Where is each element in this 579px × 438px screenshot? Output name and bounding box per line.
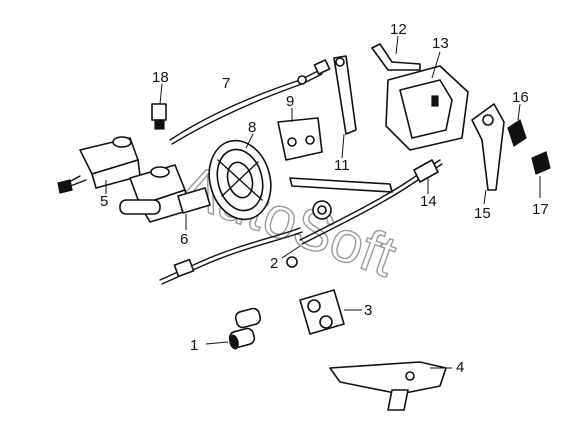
part-17-cap (531, 151, 551, 198)
part-12-hook (371, 35, 421, 71)
callout-2: 2 (270, 255, 278, 272)
part-3-plate (299, 289, 362, 335)
part-5-reservoir (57, 136, 141, 194)
callout-11: 11 (334, 157, 350, 174)
part-11-lever (333, 55, 357, 159)
watermark-text: AutoSoft (173, 152, 404, 289)
part-15-pedal (471, 103, 505, 205)
part-2-cable (159, 227, 303, 285)
callout-9: 9 (286, 93, 294, 110)
callout-4: 4 (456, 359, 464, 376)
callout-6: 6 (180, 231, 188, 248)
callout-3: 3 (364, 302, 372, 319)
callout-17: 17 (532, 201, 549, 218)
part-13-pedal-box (385, 51, 469, 151)
callout-15: 15 (474, 205, 491, 222)
callout-5: 5 (100, 193, 108, 210)
callout-13: 13 (432, 35, 449, 52)
rod (289, 177, 393, 220)
part-16-spring (507, 103, 527, 147)
part-4-handbrake-lever (329, 361, 452, 411)
callout-7: 7 (222, 75, 230, 92)
callout-16: 16 (512, 89, 529, 106)
part-7-cable (169, 59, 331, 145)
part-14-cable (299, 159, 443, 245)
callout-8: 8 (248, 119, 256, 136)
callout-1: 1 (190, 337, 198, 354)
part-6-master-cylinder (119, 164, 211, 230)
watermark: AutoSoft (172, 152, 405, 291)
callout-12: 12 (390, 21, 407, 38)
part-1-cylinders (205, 307, 262, 350)
callout-18: 18 (152, 69, 169, 86)
part-9-bracket (277, 108, 323, 161)
part-8-brake-booster (208, 133, 272, 221)
callout-14: 14 (420, 193, 437, 210)
part-18-valve (151, 83, 167, 130)
